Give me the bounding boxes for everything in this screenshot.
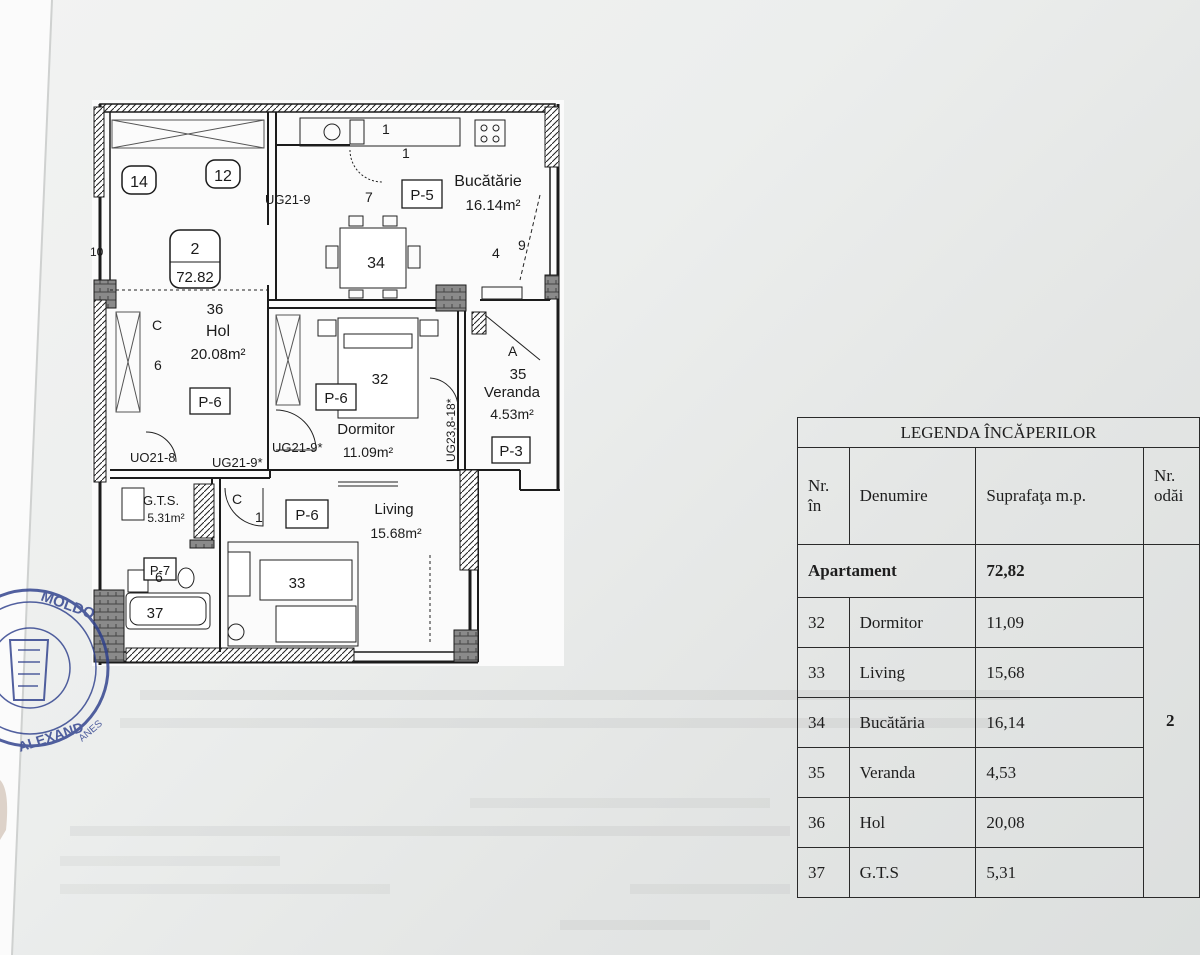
mark-1: 1	[402, 145, 410, 161]
room-code-boxes	[143, 179, 531, 581]
bucatarie-name: Bucătărie	[454, 173, 522, 190]
legend-nr: 36	[797, 797, 850, 848]
legend-nr: 37	[797, 847, 850, 898]
legend-name: G.T.S	[848, 847, 977, 898]
hol-area: 20.08m²	[190, 346, 245, 363]
legend-nr: 35	[797, 747, 850, 798]
legend-area: 11,09	[975, 597, 1145, 648]
legend-area: 5,31	[975, 847, 1145, 898]
living-number: 33	[289, 575, 306, 592]
door-swings	[145, 149, 541, 527]
legend-nr: 34	[797, 697, 850, 748]
mark-1-living: 1	[255, 509, 263, 525]
apartment-number: 2	[191, 241, 200, 258]
legend-header-odai: Nr. odăi	[1143, 447, 1200, 545]
legend-apartment-label: Apartament	[796, 544, 977, 598]
legend-area: 15,68	[975, 647, 1145, 698]
mark-c-gts: C	[232, 491, 242, 507]
legend-header-suprafata: Suprafaţa m.p.	[975, 447, 1145, 545]
apartment-area: 72.82	[176, 269, 214, 286]
legend-title: LEGENDA ÎNCĂPERILOR	[797, 417, 1200, 448]
code-living: P-6	[295, 507, 318, 524]
legend-area: 4,53	[975, 747, 1145, 798]
door-label-ug21-9-star-a: UG21-9*	[212, 455, 263, 470]
living-area: 15.68m²	[370, 525, 422, 541]
door-label-ug21-9-star-b: UG21-9*	[272, 440, 323, 455]
dormitor-name: Dormitor	[337, 421, 395, 438]
mark-c-hol: C	[152, 317, 162, 333]
veranda-area: 4.53m²	[490, 406, 534, 422]
door-labels: UG21-9 UG21-9* UG21-9* UO21-8 UG23,8-18*	[130, 192, 458, 470]
structural-columns	[93, 106, 560, 663]
bathroom-fixtures	[121, 483, 215, 630]
code-bucatarie: P-5	[410, 187, 433, 204]
hol-name: Hol	[206, 323, 230, 340]
apartment-tag: 2 72.82	[169, 229, 221, 289]
legend-name: Dormitor	[848, 597, 977, 648]
code-hol: P-6	[198, 394, 221, 411]
dormitor-area: 11.09m²	[343, 444, 394, 460]
mark-1-kitchen: 1	[382, 121, 390, 137]
bucatarie-number: 34	[367, 255, 385, 272]
gts-number: 37	[147, 605, 164, 622]
legend-name: Hol	[848, 797, 977, 848]
table-row: 33 Living 15,68	[797, 647, 1200, 698]
bed	[317, 317, 439, 487]
legend-area: 16,14	[975, 697, 1145, 748]
tag-12: 12	[214, 168, 232, 185]
room-codes-text: P-5 P-6 P-6 P-3 P-6 P-7	[150, 187, 523, 578]
hol-number: 36	[207, 301, 224, 318]
table-row: 35 Veranda 4,53	[797, 747, 1200, 798]
mark-9: 9	[518, 237, 526, 253]
legend-name: Veranda	[848, 747, 977, 798]
veranda-name: Veranda	[484, 384, 541, 401]
hol-niche	[110, 119, 301, 413]
legend-header-nr: Nr. în	[797, 447, 850, 545]
living-furniture	[227, 541, 431, 647]
gts-name: G.T.S.	[143, 493, 179, 508]
misc-marks: 1 7 4 9 A C C 6 6 1 10 1	[90, 121, 526, 585]
gts-area: 5.31m²	[147, 511, 184, 525]
legend-name: Bucătăria	[848, 697, 977, 748]
mark-7: 7	[365, 189, 373, 205]
code-veranda: P-3	[499, 443, 522, 460]
kitchen-fittings	[299, 117, 541, 300]
mark-6-gts: 6	[155, 569, 163, 585]
table-row: 37 G.T.S 5,31	[797, 847, 1200, 898]
legend-area: 20,08	[975, 797, 1145, 848]
veranda-number: 35	[510, 366, 527, 383]
code-gts: P-7	[150, 563, 170, 578]
mark-10: 10	[90, 245, 104, 259]
legend-apartment-area: 72,82	[975, 544, 1145, 598]
table-row: 32 Dormitor 11,09	[797, 597, 1200, 648]
table-row: 34 Bucătăria 16,14	[797, 697, 1200, 748]
room-legend-table: LEGENDA ÎNCĂPERILOR Nr. în Denumire Supr…	[796, 417, 1200, 898]
mark-a: A	[508, 343, 518, 359]
door-label-ug23: UG23,8-18*	[444, 398, 458, 462]
legend-header-denumire: Denumire	[848, 447, 977, 545]
round-tags: 14 12	[121, 159, 241, 195]
mark-6-hol: 6	[154, 357, 162, 373]
dormitor-number: 32	[372, 371, 389, 388]
mark-4: 4	[492, 245, 500, 261]
legend-nr: 33	[797, 647, 850, 698]
door-label-uo21-8: UO21-8	[130, 450, 176, 465]
legend-nr: 32	[797, 597, 850, 648]
code-dormitor: P-6	[324, 390, 347, 407]
room-labels: 36 Hol 20.08m² Bucătărie 16.14m² 34 32 D…	[143, 173, 541, 622]
legend-name: Living	[848, 647, 977, 698]
bucatarie-area: 16.14m²	[465, 197, 520, 214]
legend-room-count: 2	[1143, 544, 1200, 898]
tag-14: 14	[130, 174, 148, 191]
table-row: 36 Hol 20,08	[797, 797, 1200, 848]
living-name: Living	[374, 501, 413, 518]
door-label-ug21-9: UG21-9	[265, 192, 311, 207]
